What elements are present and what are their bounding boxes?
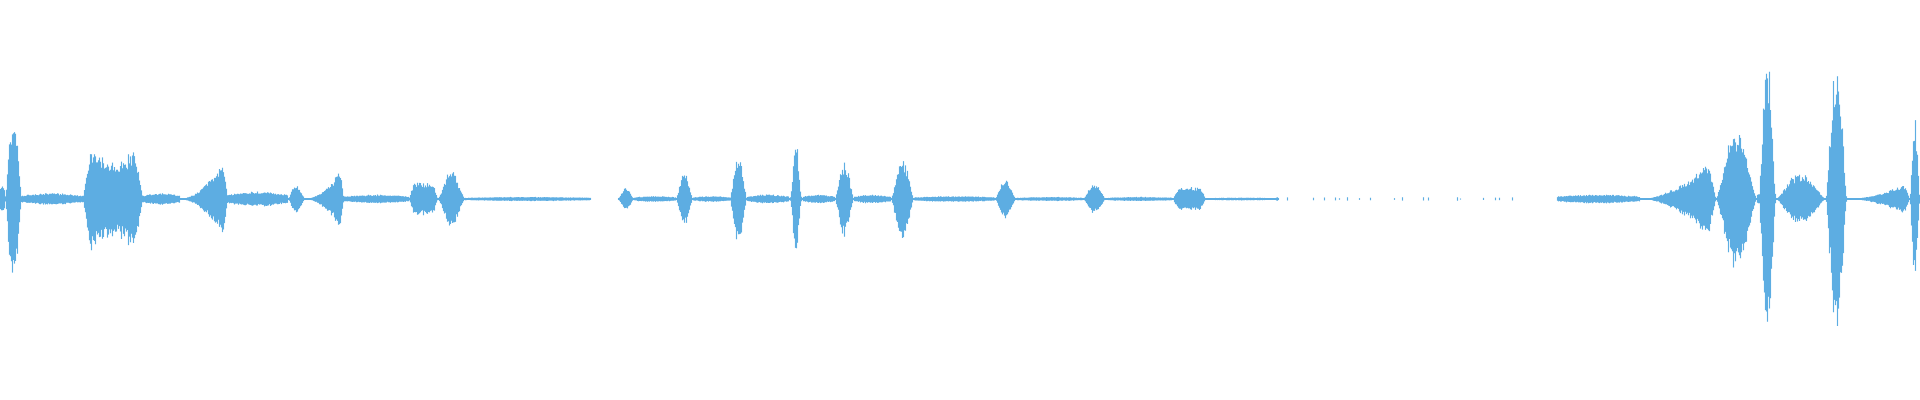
waveform-segment	[1758, 71, 1777, 322]
waveform-segment	[1825, 76, 1848, 326]
waveform-segment	[1286, 197, 1514, 201]
waveform-segment	[729, 161, 748, 240]
waveform-segment	[82, 152, 144, 251]
waveform-segment	[1909, 120, 1920, 271]
waveform-segment	[1715, 135, 1758, 268]
waveform-segment	[4, 132, 23, 273]
